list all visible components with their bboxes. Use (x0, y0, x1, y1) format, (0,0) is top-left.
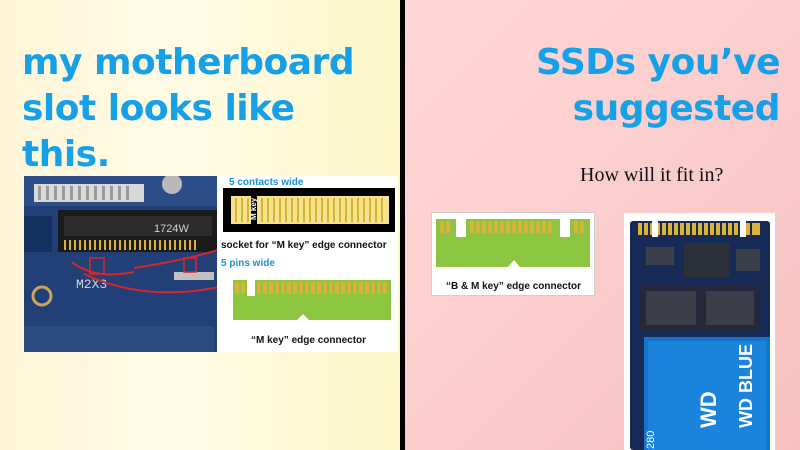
chip-marking: 1724W (154, 223, 189, 235)
right-headline-line-1: SSDs you’ve (536, 42, 780, 83)
ssd-illustration: WD WD BLUE 280 (624, 213, 775, 450)
board-silkscreen: M2X3 (76, 277, 107, 292)
ssd-brand-text: WD (696, 391, 721, 428)
socket-diagram: 5 contacts wide M key socket for “M key”… (217, 176, 398, 352)
left-headline-line-1: my motherboard (22, 42, 355, 83)
left-headline-line-3: this. (22, 134, 110, 175)
ssd-model-text: WD BLUE (736, 344, 756, 428)
socket-caption: socket for “M key” edge connector (221, 240, 387, 251)
fit-question: How will it fit in? (580, 164, 724, 186)
edge-connector-caption: “M key” edge connector (251, 335, 366, 346)
bm-caption: “B & M key” edge connector (446, 281, 581, 292)
pins-wide-label: 5 pins wide (221, 258, 275, 269)
bm-key-card: “B & M key” edge connector (431, 212, 595, 296)
left-headline-line-2: slot looks like (22, 88, 295, 129)
left-headline: my motherboard slot looks like this. (22, 40, 355, 178)
motherboard-photo: 1724W M2X3 (24, 176, 398, 352)
right-headline-line-2: suggested (572, 88, 781, 129)
panel-divider (400, 0, 405, 450)
wd-blue-ssd-photo: WD WD BLUE 280 (624, 213, 775, 450)
contacts-wide-label: 5 contacts wide (229, 177, 304, 188)
m-key-label: M key (249, 197, 258, 220)
right-headline: SSDs you’ve suggested (536, 40, 780, 132)
ssd-size-text: 280 (645, 431, 657, 449)
socket-diagram-illustration: 5 contacts wide M key socket for “M key”… (217, 176, 398, 352)
bm-connector-illustration: “B & M key” edge connector (432, 213, 594, 295)
